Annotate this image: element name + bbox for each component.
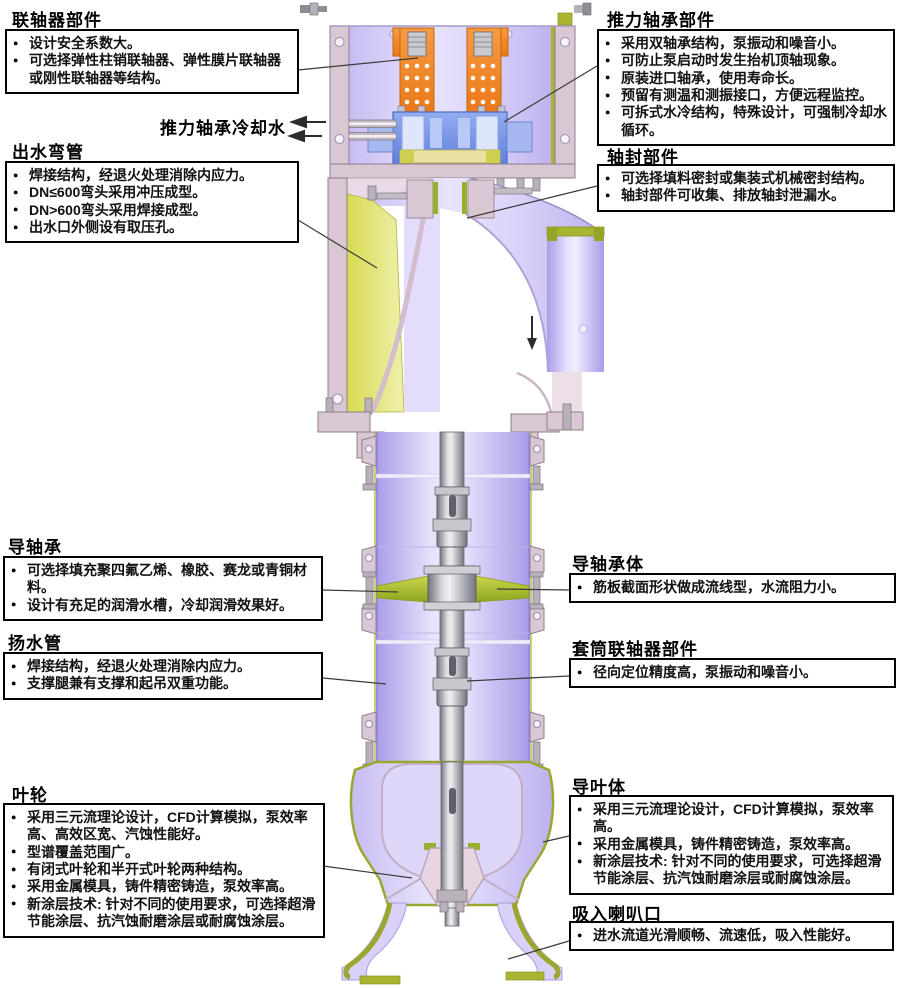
- bullet-item: 采用金属模具，铸件精密铸造，泵效率高。: [10, 878, 317, 895]
- shaft-seal-assembly: [367, 179, 533, 219]
- callout-diffuser: 采用三元流理论设计，CFD计算模拟，泵效率高。 采用金属模具，铸件精密铸造，泵效…: [569, 795, 894, 895]
- bullet-item: 型谱覆盖范围广。: [10, 844, 317, 861]
- callout-guide-bearing-title: 导轴承: [8, 538, 62, 557]
- leader-sleeve-coupling: [466, 675, 570, 682]
- callout-sleeve-coupling: 径向定位精度高，泵振动和噪音小。: [569, 658, 896, 689]
- bullet-item: 可选择填充聚四氟乙烯、橡胶、赛龙或青铜材料。: [10, 562, 315, 597]
- bullet-item: 可选择弹性柱销联轴器、弹性膜片联轴器或刚性联轴器等结构。: [12, 52, 291, 87]
- bullet-item: 采用双轴承结构，泵振动和噪音小。: [604, 35, 887, 52]
- bullet-item: 可选择填料密封或集装式机械密封结构。: [604, 170, 887, 187]
- callout-shaft-seal: 可选择填料密封或集装式机械密封结构。 轴封部件可收集、排放轴封泄漏水。: [597, 164, 895, 212]
- discharge-elbow: [317, 177, 605, 459]
- shaft-bottom: [440, 761, 464, 911]
- bullet-item: 焊接结构，经退火处理消除内应力。: [12, 167, 291, 184]
- bullet-item: 可拆式水冷结构，特殊设计，可强制冷却水循环。: [604, 104, 887, 139]
- elbow-yellow-region: [346, 193, 405, 413]
- leader-shaft-seal: [466, 185, 598, 219]
- callout-impeller-title: 叶轮: [12, 786, 48, 805]
- bullet-item: 支撑腿兼有支撑和起吊双重功能。: [10, 675, 315, 692]
- cooling-water-label: 推力轴承冷却水: [160, 119, 286, 138]
- bullet-item: DN>600弯头采用焊接成型。: [12, 202, 291, 219]
- callout-impeller: 采用三元流理论设计，CFD计算模拟，泵效率高、高效区宽、汽蚀性能好。 型谱覆盖范…: [3, 803, 325, 938]
- callout-diffuser-title: 导叶体: [572, 778, 626, 797]
- callout-outlet-elbow-title: 出水弯管: [12, 143, 84, 162]
- leader-impeller: [322, 865, 413, 879]
- bullet-item: 有闭式叶轮和半开式叶轮两种结构。: [10, 861, 317, 878]
- coupling-bolt-icon: [407, 31, 493, 57]
- guide-bearing-hub: [423, 565, 481, 611]
- callout-suction-bell: 进水流道光滑顺畅、流速低，吸入性能好。: [569, 921, 894, 952]
- callout-bearing-body: 筋板截面形状做成流线型，水流阻力小。: [569, 573, 896, 604]
- bullet-item: 径向定位精度高，泵振动和噪音小。: [576, 664, 888, 681]
- coupling-holes: [404, 63, 496, 105]
- cooling-pipes: [348, 119, 397, 141]
- bullet-item: 轴封部件可收集、排放轴封泄漏水。: [604, 187, 887, 204]
- leader-riser-pipe: [322, 677, 387, 685]
- bullet-item: 设计有充足的润滑水槽，冷却润滑效果好。: [10, 597, 315, 614]
- bullet-item: 出水口外侧设有取压孔。: [12, 219, 291, 236]
- leader-lines: [297, 57, 598, 960]
- bullet-item: 采用三元流理论设计，CFD计算模拟，泵效率高。: [576, 801, 886, 836]
- callout-guide-bearing: 可选择填充聚四氟乙烯、橡胶、赛龙或青铜材料。 设计有充足的润滑水槽，冷却润滑效果…: [3, 556, 323, 622]
- callout-riser-pipe: 焊接结构，经退火处理消除内应力。 支撑腿兼有支撑和起吊双重功能。: [3, 652, 323, 700]
- bullet-item: 筋板截面形状做成流线型，水流阻力小。: [576, 579, 888, 596]
- bullet-item: DN≤600弯头采用冲压成型。: [12, 184, 291, 201]
- drive-housing: [300, 2, 592, 192]
- leader-bearing-body: [496, 588, 570, 591]
- guide-bearing-assembly: [376, 575, 530, 603]
- callout-suction-bell-title: 吸入喇叭口: [572, 905, 662, 924]
- diffuser-bowl: [349, 760, 555, 927]
- callout-shaft-seal-title: 轴封部件: [607, 148, 679, 167]
- flow-down-arrow-icon: [527, 316, 537, 350]
- sleeve-coupling-upper: [432, 486, 472, 548]
- bullet-item: 采用三元流理论设计，CFD计算模拟，泵效率高、高效区宽、汽蚀性能好。: [10, 809, 317, 844]
- corner-bolt-icon: [300, 2, 592, 26]
- callout-outlet-elbow: 焊接结构，经退火处理消除内应力。 DN≤600弯头采用冲压成型。 DN>600弯…: [5, 161, 299, 244]
- bullet-item: 原装进口轴承，使用寿命长。: [604, 70, 887, 87]
- leader-diffuser: [542, 835, 570, 843]
- suction-bell: [341, 902, 563, 985]
- leader-guide-bearing: [322, 589, 399, 593]
- callout-sleeve-coupling-title: 套筒联轴器部件: [572, 640, 698, 659]
- bullet-item: 焊接结构，经退火处理消除内应力。: [10, 658, 315, 675]
- bullet-item: 设计安全系数大。: [12, 35, 291, 52]
- riser-pipe-drawing: [361, 431, 545, 771]
- callout-riser-pipe-title: 扬水管: [8, 634, 62, 653]
- callout-thrust-bearing-title: 推力轴承部件: [607, 11, 715, 30]
- bullet-item: 预留有测温和测振接口，方便远程监控。: [604, 87, 887, 104]
- leader-outlet-elbow: [297, 219, 378, 269]
- bullet-item: 可防止泵启动时发生抬机顶轴现象。: [604, 52, 887, 69]
- bullet-item: 新涂层技术: 针对不同的使用要求，可选择超滑节能涂层、抗汽蚀耐磨涂层或耐腐蚀涂层…: [576, 853, 886, 888]
- callout-bearing-body-title: 导轴承体: [572, 555, 644, 574]
- bullet-item: 新涂层技术: 针对不同的使用要求，可选择超滑节能涂层、抗汽蚀耐磨涂层或耐腐蚀涂层…: [10, 896, 317, 931]
- leader-coupling: [297, 57, 419, 71]
- leader-thrust-bearing: [503, 65, 598, 123]
- bullet-item: 采用金属模具，铸件精密铸造，泵效率高。: [576, 836, 886, 853]
- sleeve-coupling-lower: [432, 647, 472, 707]
- callout-coupling: 设计安全系数大。 可选择弹性柱销联轴器、弹性膜片联轴器或刚性联轴器等结构。: [5, 29, 299, 95]
- callout-thrust-bearing: 采用双轴承结构，泵振动和噪音小。 可防止泵启动时发生抬机顶轴现象。 原装进口轴承…: [597, 29, 895, 147]
- bullet-item: 进水流道光滑顺畅、流速低，吸入性能好。: [576, 927, 886, 944]
- callout-coupling-title: 联轴器部件: [12, 11, 102, 30]
- leader-suction-bell: [507, 940, 570, 960]
- cooling-water-arrow-icons: [287, 115, 326, 143]
